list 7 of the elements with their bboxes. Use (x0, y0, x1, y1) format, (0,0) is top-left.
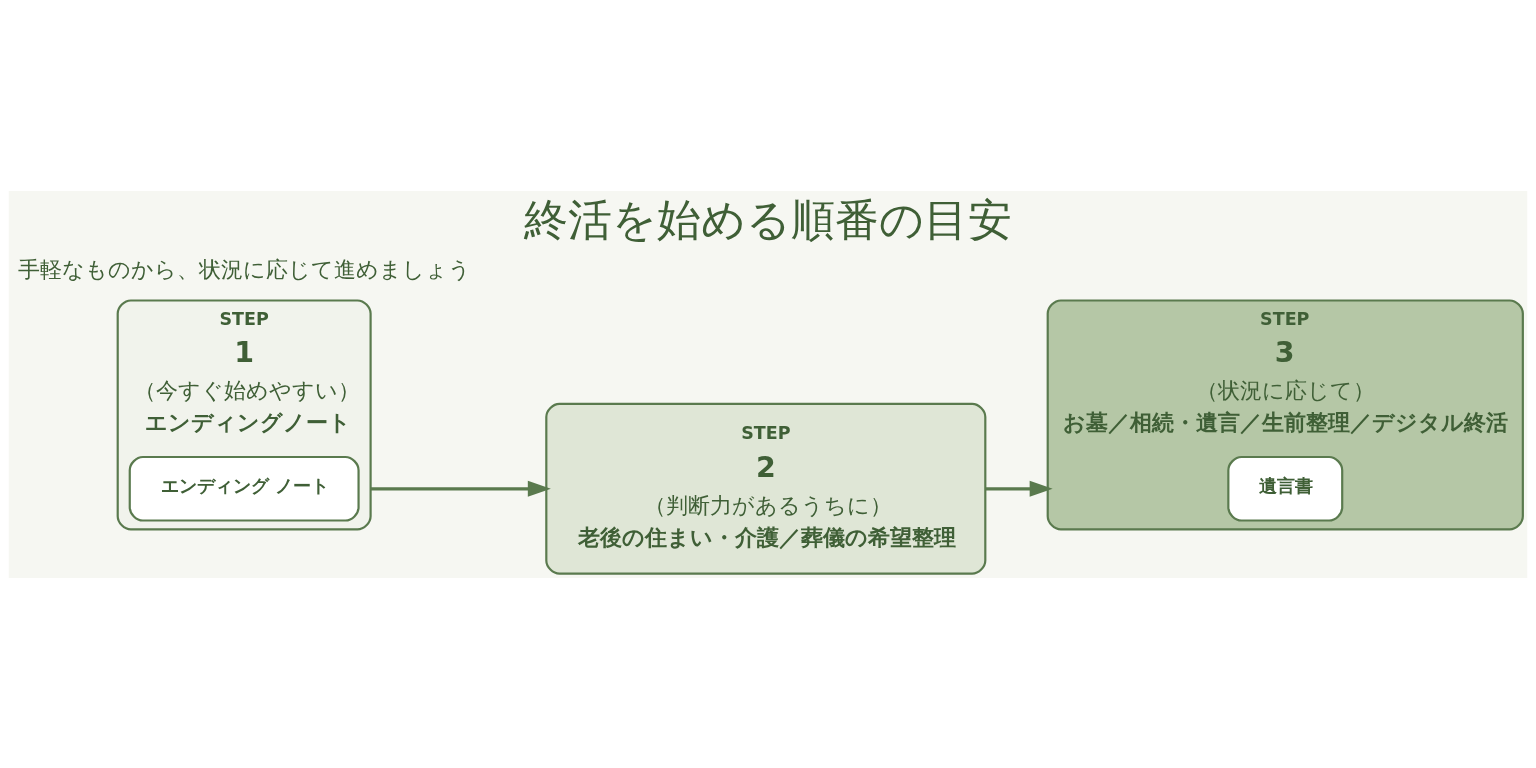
arrow (370, 480, 551, 497)
label: 手軽なものから、状況に応じて進めましょう (17, 256, 471, 282)
diagram-title: 終活を始める順番の目安 (524, 193, 1012, 245)
node-box: STEP 2 （判断力があるうちに） 老後の住まい・介護／葬儀の希望整理 (545, 402, 987, 575)
node-box: エンディング ノート (128, 455, 360, 522)
node-box: 遺言書 (1227, 455, 1344, 522)
arrow (985, 480, 1053, 497)
